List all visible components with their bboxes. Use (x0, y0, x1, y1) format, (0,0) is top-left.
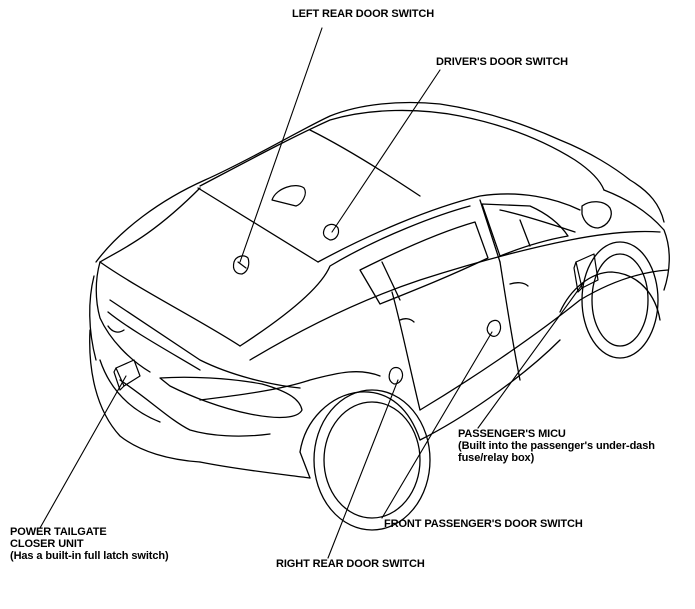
car-body (89, 101, 670, 531)
front-passengers-door-switch-marker (486, 319, 502, 337)
leader-front-passengers-door-switch (381, 331, 493, 519)
label-power-tailgate-line2: CLOSER UNIT (10, 538, 84, 550)
leader-passengers-micu (477, 281, 585, 429)
label-power-tailgate-closer-unit: POWER TAILGATE CLOSER UNIT (Has a built-… (10, 526, 169, 562)
leader-drivers-door-switch (331, 69, 441, 233)
passengers-micu-marker (573, 253, 599, 293)
component-markers (113, 185, 599, 391)
label-left-rear-door-switch: LEFT REAR DOOR SWITCH (292, 8, 435, 20)
label-drivers-door-switch: DRIVER'S DOOR SWITCH (436, 56, 569, 68)
label-passengers-micu-note-line2: fuse/relay box) (458, 452, 535, 464)
power-tailgate-closer-unit-marker (113, 359, 141, 391)
leader-lines (39, 27, 585, 559)
label-passengers-micu: PASSENGER'S MICU (Built into the passeng… (458, 428, 655, 464)
right-rear-door-switch-marker (388, 366, 404, 385)
drivers-door-switch-marker (322, 223, 340, 241)
label-right-rear-door-switch: RIGHT REAR DOOR SWITCH (276, 558, 425, 570)
leader-left-rear-door-switch (239, 27, 323, 263)
left-rear-door-switch-marker (232, 255, 250, 275)
leader-right-rear-door-switch (327, 379, 399, 559)
leader-power-tailgate-closer-unit (39, 375, 127, 529)
label-passengers-micu-title: PASSENGER'S MICU (458, 428, 566, 440)
roof-antenna-icon (271, 185, 306, 207)
label-passengers-micu-note-line1: (Built into the passenger's under-dash (458, 440, 655, 452)
label-power-tailgate-line3: (Has a built-in full latch switch) (10, 550, 169, 562)
label-front-passengers-door-switch: FRONT PASSENGER'S DOOR SWITCH (384, 518, 583, 530)
label-power-tailgate-line1: POWER TAILGATE (10, 526, 107, 538)
